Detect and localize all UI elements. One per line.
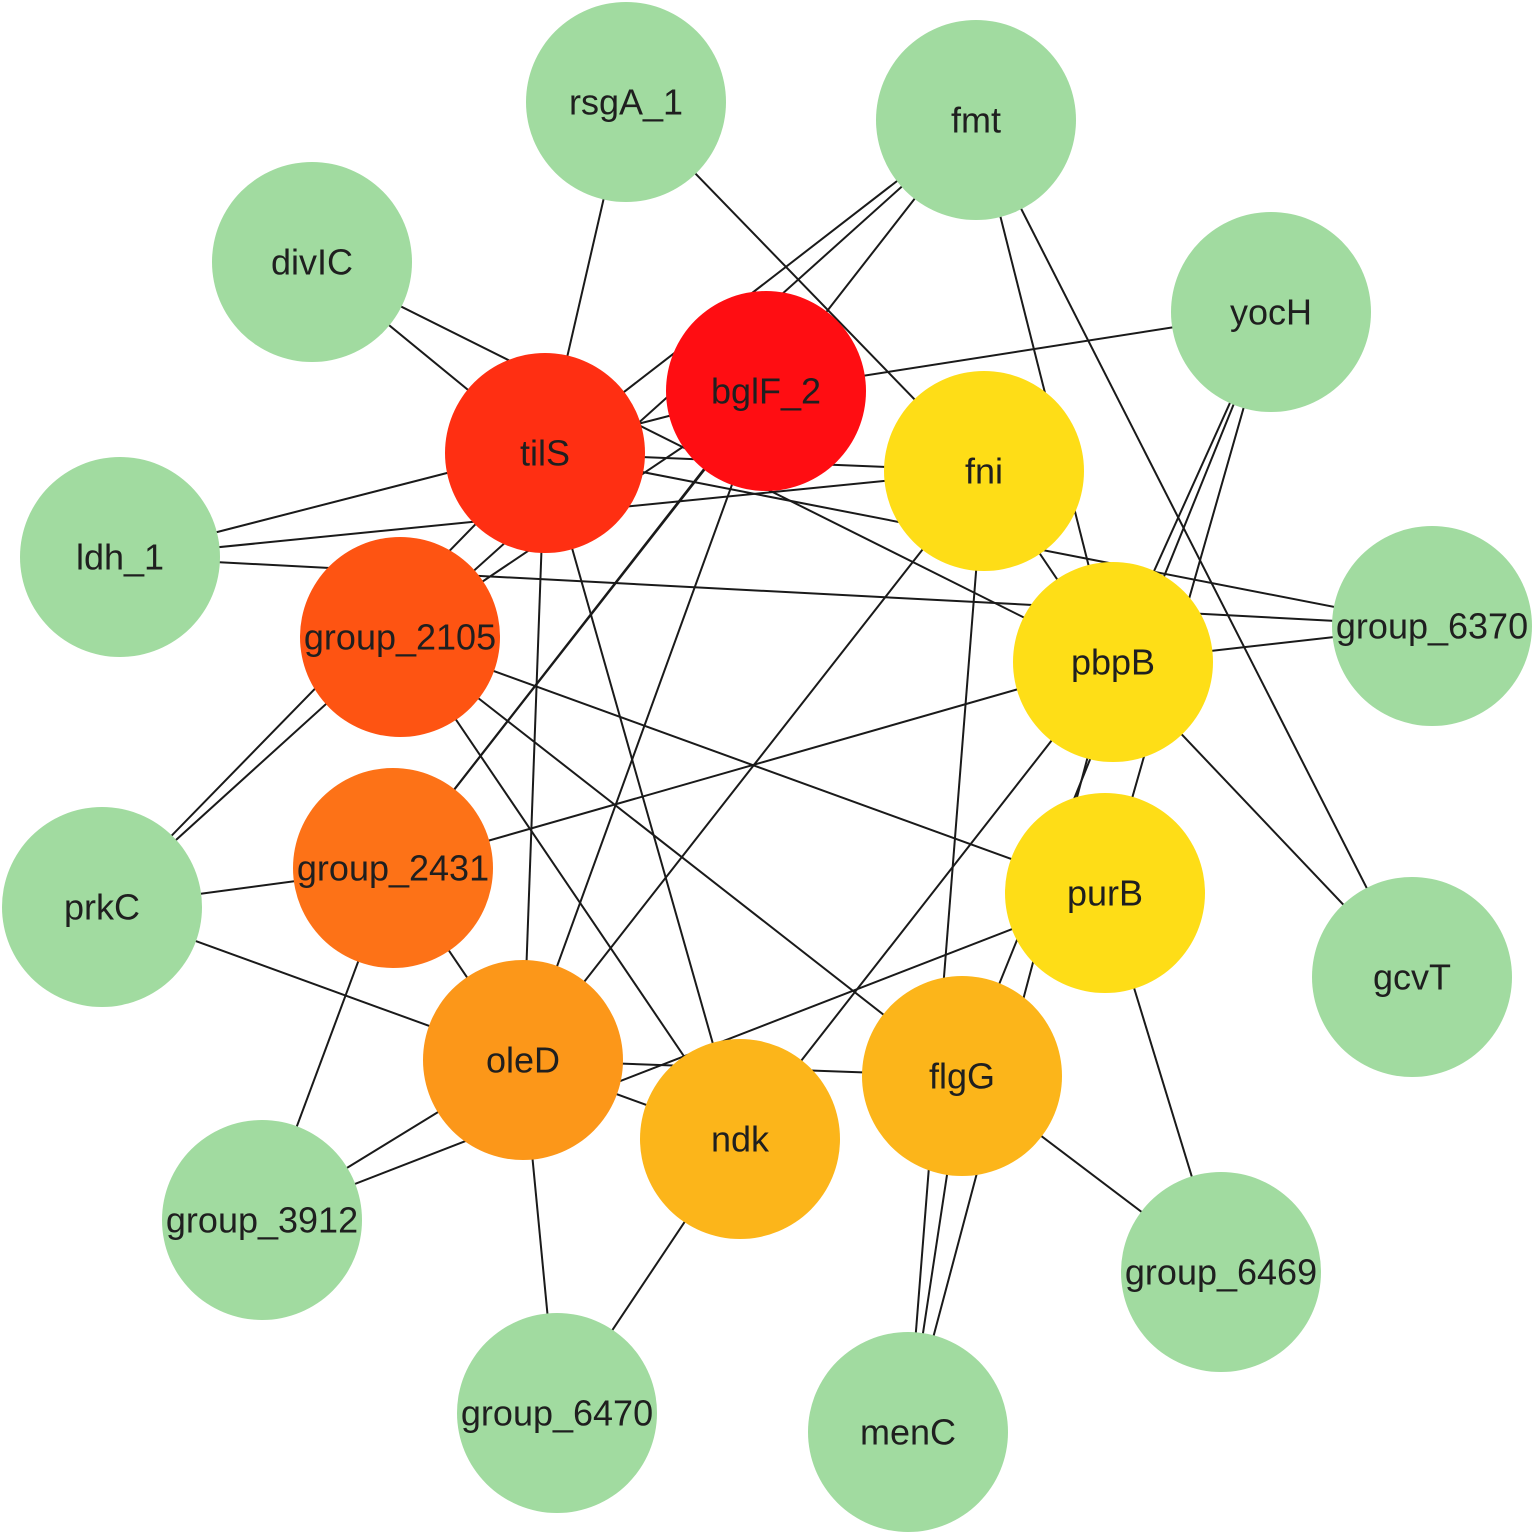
node-label-ndk: ndk [711, 1119, 770, 1160]
node-label-purB: purB [1067, 873, 1143, 914]
node-ndk: ndk [640, 1039, 840, 1239]
node-fmt: fmt [876, 20, 1076, 220]
node-circle-group_6370 [1332, 526, 1532, 726]
node-group_2105: group_2105 [300, 537, 500, 737]
node-circle-fni [884, 371, 1084, 571]
node-circle-yocH [1171, 212, 1371, 412]
node-circle-group_2431 [293, 768, 493, 968]
node-circle-prkC [2, 807, 202, 1007]
node-rsgA_1: rsgA_1 [526, 2, 726, 202]
node-prkC: prkC [2, 807, 202, 1007]
node-circle-group_2105 [300, 537, 500, 737]
node-circle-fmt [876, 20, 1076, 220]
edge-group_2105-flgG [399, 636, 963, 1077]
node-circle-group_6470 [457, 1313, 657, 1513]
node-group_3912: group_3912 [162, 1120, 362, 1320]
node-circle-menC [808, 1332, 1008, 1532]
node-bglF_2: bglF_2 [666, 291, 866, 491]
node-label-divIC: divIC [271, 242, 353, 283]
edge-ldh_1-bglF_2 [119, 390, 767, 558]
node-circle-group_3912 [162, 1120, 362, 1320]
edge-pbpB-group_2431 [392, 661, 1114, 869]
node-purB: purB [1005, 793, 1205, 993]
node-circle-divIC [212, 162, 412, 362]
node-menC: menC [808, 1332, 1008, 1532]
edge-pbpB-ndk [739, 661, 1114, 1140]
node-circle-ndk [640, 1039, 840, 1239]
node-label-group_3912: group_3912 [166, 1200, 358, 1241]
node-label-flgG: flgG [929, 1056, 995, 1097]
node-divIC: divIC [212, 162, 412, 362]
node-label-prkC: prkC [64, 887, 140, 928]
node-circle-purB [1005, 793, 1205, 993]
node-circle-rsgA_1 [526, 2, 726, 202]
node-label-fmt: fmt [951, 100, 1001, 141]
node-circle-flgG [862, 976, 1062, 1176]
node-label-group_6469: group_6469 [1125, 1252, 1317, 1293]
edge-bglF_2-group_2431 [392, 390, 767, 869]
node-label-ldh_1: ldh_1 [76, 537, 164, 578]
node-label-group_6470: group_6470 [461, 1393, 653, 1434]
node-circle-tilS [445, 353, 645, 553]
edge-menC-fni [907, 470, 985, 1433]
node-circle-bglF_2 [666, 291, 866, 491]
edge-tilS-oleD [522, 452, 546, 1061]
node-label-pbpB: pbpB [1071, 642, 1155, 683]
node-circle-group_6469 [1121, 1172, 1321, 1372]
node-yocH: yocH [1171, 212, 1371, 412]
node-label-gcvT: gcvT [1373, 957, 1451, 998]
edge-fmt-gcvT [975, 119, 1413, 978]
edge-group_2105-ndk [399, 636, 741, 1140]
node-group_6470: group_6470 [457, 1313, 657, 1513]
node-group_2431: group_2431 [293, 768, 493, 968]
node-group_6469: group_6469 [1121, 1172, 1321, 1372]
node-label-group_6370: group_6370 [1336, 606, 1528, 647]
node-label-group_2431: group_2431 [297, 848, 489, 889]
node-fni: fni [884, 371, 1084, 571]
node-label-bglF_2: bglF_2 [711, 371, 821, 412]
node-label-yocH: yocH [1230, 292, 1312, 333]
node-gcvT: gcvT [1312, 877, 1512, 1077]
node-pbpB: pbpB [1013, 562, 1213, 762]
node-circle-gcvT [1312, 877, 1512, 1077]
node-oleD: oleD [423, 960, 623, 1160]
node-label-menC: menC [860, 1412, 956, 1453]
node-circle-oleD [423, 960, 623, 1160]
node-group_6370: group_6370 [1332, 526, 1532, 726]
node-circle-ldh_1 [20, 457, 220, 657]
node-ldh_1: ldh_1 [20, 457, 220, 657]
node-label-fni: fni [965, 451, 1003, 492]
node-label-group_2105: group_2105 [304, 617, 496, 658]
node-label-rsgA_1: rsgA_1 [569, 82, 683, 123]
node-circle-pbpB [1013, 562, 1213, 762]
node-label-tilS: tilS [520, 433, 570, 474]
node-tilS: tilS [445, 353, 645, 553]
node-label-oleD: oleD [486, 1040, 560, 1081]
node-flgG: flgG [862, 976, 1062, 1176]
